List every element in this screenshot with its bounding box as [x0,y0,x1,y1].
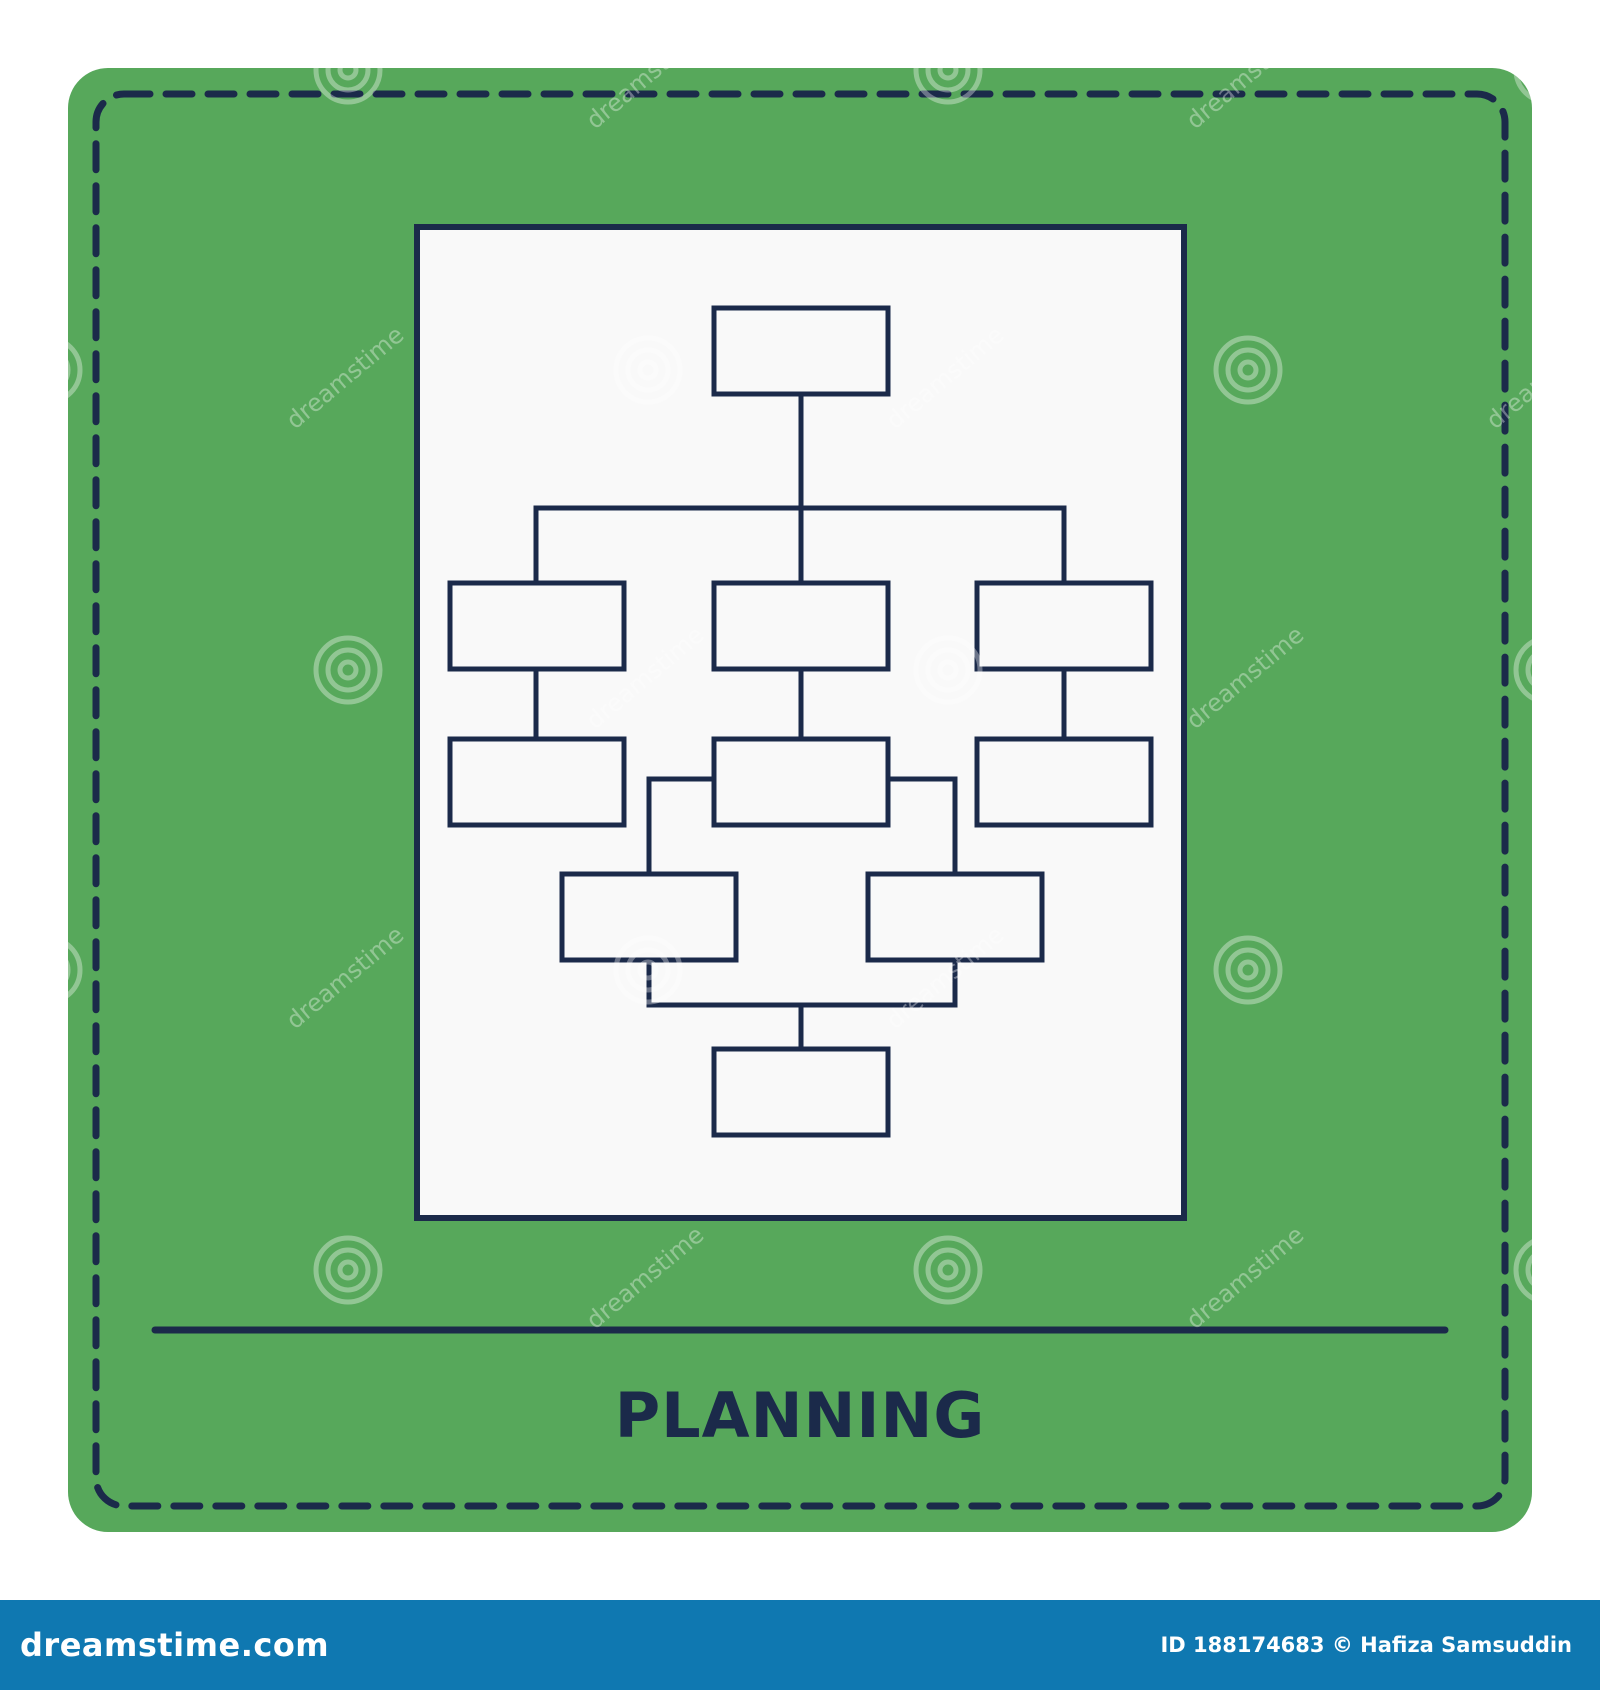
flowchart-box-level2-right [974,580,1154,672]
flowchart-box-level3-right [974,736,1154,828]
connector-split-right [888,776,958,874]
footer-bar: dreamstime.com ID 188174683 © Hafiza Sam… [0,1600,1600,1690]
dashed-stitch-border [92,90,1509,1510]
card-title: PLANNING [615,1379,986,1452]
flowchart-box-level4-right [865,871,1045,963]
flowchart-box-level2-left [447,580,627,672]
flowchart-boxes [447,305,1154,1138]
flowchart-connectors [533,394,1067,1049]
flowchart-box-level4-left [559,871,739,963]
flowchart-box-level3-center [711,736,891,828]
flowchart-box-level3-left [447,736,627,828]
footer-image-credit: ID 188174683 © Hafiza Samsuddin [1160,1633,1572,1657]
connector-split-left [646,776,714,874]
footer-brand-link[interactable]: dreamstime.com [20,1626,330,1664]
flowchart-box-end [711,1046,891,1138]
flowchart-box-level2-center [711,580,891,672]
flowchart-box-root [711,305,891,397]
planning-icon-card: PLANNING [68,68,1532,1532]
flowchart-diagram [447,305,1154,1138]
